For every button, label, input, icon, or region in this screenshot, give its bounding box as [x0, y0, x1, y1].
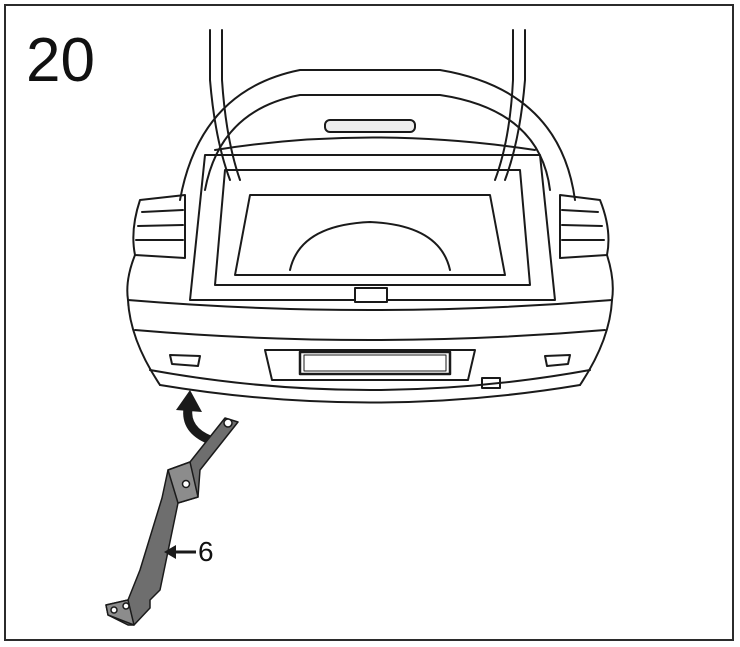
reflector-left [169, 354, 201, 367]
tow-cover [481, 377, 501, 389]
car-rear-view [126, 29, 614, 404]
trunk-floor [234, 194, 506, 276]
bumper-side-right [579, 299, 613, 386]
trunk-hinge-right-inner [494, 29, 514, 181]
plate-recess [264, 349, 476, 381]
trunk-hinge-left [209, 29, 231, 181]
part-callout-arrow [164, 545, 196, 559]
trunk-latch [354, 287, 388, 303]
step-number: 20 [26, 26, 95, 95]
bumper-bottom [149, 369, 591, 391]
trunk-inner [214, 169, 531, 286]
brake-light [324, 119, 416, 133]
taillight-right-lines [561, 209, 605, 241]
bumper-top [127, 299, 613, 311]
car-roof-outline [179, 69, 576, 201]
license-plate-inner [303, 354, 447, 372]
body-side-left [126, 254, 136, 301]
trunk-hinge-left-inner [221, 29, 241, 181]
trunk-opening [189, 154, 556, 301]
instruction-frame [4, 4, 734, 641]
license-plate [298, 350, 452, 376]
bumper-mid [134, 329, 606, 341]
trunk-hinge-right [504, 29, 526, 181]
rear-glass-outline [204, 94, 551, 191]
taillight-left-lines [135, 209, 184, 241]
spare-wheel-well [289, 221, 451, 271]
bracket-part [105, 417, 239, 626]
body-side-right [606, 254, 614, 301]
insertion-arrow [176, 390, 215, 445]
bumper-side-left [127, 299, 161, 386]
bumper-lower-edge [159, 384, 581, 404]
part-callout-label: 6 [198, 536, 214, 567]
parcel-shelf [214, 136, 536, 151]
reflector-right [544, 354, 571, 367]
